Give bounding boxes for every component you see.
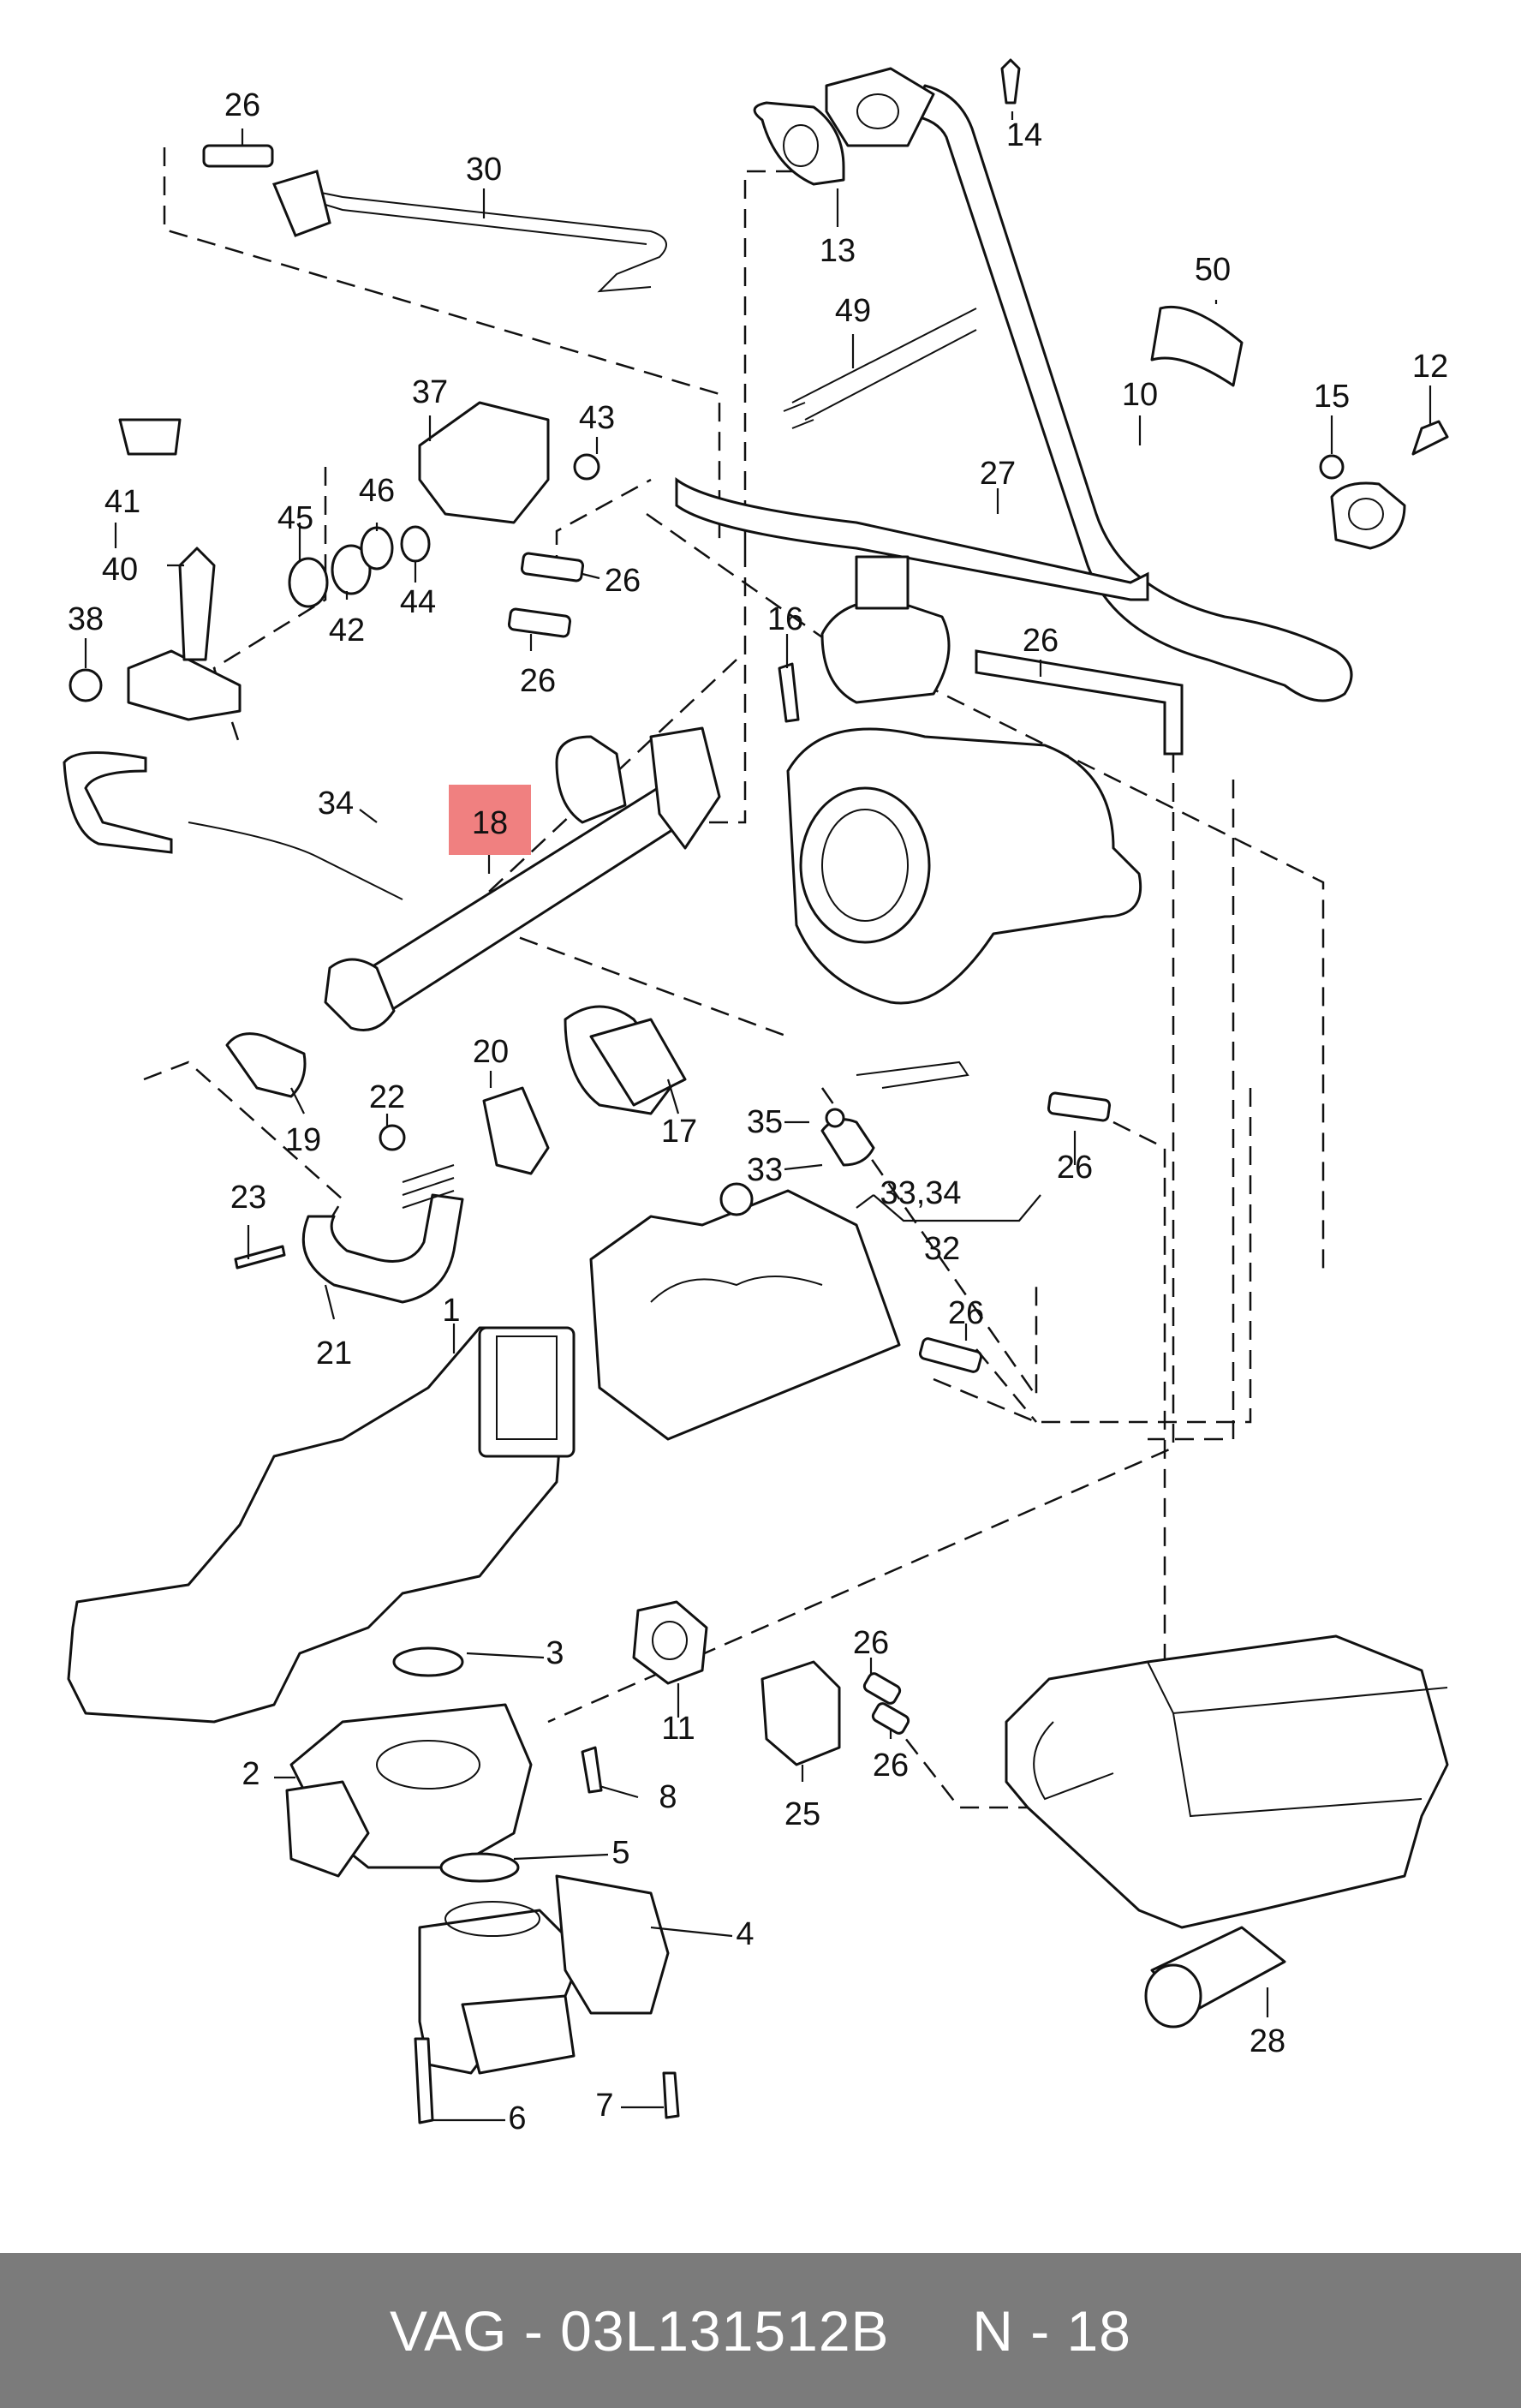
part-number-text: VAG - 03L131512B N - 18 (390, 2298, 1131, 2363)
callout-17: 17 (661, 1114, 697, 1150)
seal-42 (331, 544, 372, 595)
callout-21: 21 (316, 1335, 352, 1371)
callout-33: 33 (747, 1152, 783, 1188)
callout-26-valve-lower: 26 (520, 663, 556, 699)
bolt-14 (1000, 58, 1021, 105)
callout-33-34: 33,34 (880, 1175, 961, 1211)
callout-42: 42 (329, 612, 365, 648)
cable-tie-49 (783, 308, 977, 429)
callout-19: 19 (285, 1122, 321, 1158)
callout-11: 11 (661, 1711, 695, 1747)
o-ring-5 (439, 1852, 520, 1883)
gasket-11 (632, 1600, 708, 1685)
callout-8: 8 (659, 1779, 677, 1815)
callout-14: 14 (1006, 117, 1042, 153)
callout-41: 41 (104, 484, 140, 520)
bolt-6 (414, 2037, 434, 2124)
bolt-23 (234, 1245, 286, 1270)
callout-44: 44 (400, 584, 436, 620)
callout-1: 1 (442, 1293, 460, 1329)
callout-15: 15 (1314, 379, 1350, 415)
callout-3: 3 (546, 1635, 564, 1671)
bolt-7 (662, 2071, 680, 2119)
callout-22: 22 (369, 1079, 405, 1115)
callout-37: 37 (412, 374, 448, 410)
callout-4: 4 (736, 1916, 754, 1952)
callout-7: 7 (595, 2088, 613, 2124)
callout-46: 46 (359, 473, 395, 509)
callout-40: 40 (102, 552, 138, 588)
parts-diagram: 1 2 3 4 5 6 7 8 10 11 12 13 14 15 16 17 … (63, 58, 1449, 2136)
cylinder-head (589, 1189, 901, 1441)
seal-46 (360, 526, 394, 571)
callout-38: 38 (68, 601, 104, 637)
callout-49: 49 (835, 293, 871, 329)
callout-5: 5 (611, 1835, 629, 1871)
callout-10: 10 (1122, 377, 1158, 413)
intake-manifold (67, 1326, 567, 1724)
bracket-40 (127, 649, 242, 721)
callout-26-valve25-lower: 26 (873, 1748, 909, 1784)
gasket-20 (482, 1086, 550, 1175)
callout-12: 12 (1412, 349, 1448, 385)
callout-26-valve25-upper: 26 (853, 1625, 889, 1661)
callout-26-right: 26 (1057, 1150, 1093, 1186)
callout-45: 45 (277, 500, 313, 536)
callout-25: 25 (784, 1796, 820, 1832)
callout-26-head: 26 (948, 1295, 984, 1331)
callout-18: 18 (472, 805, 508, 841)
bolt-16 (778, 662, 800, 723)
callout-27: 27 (980, 456, 1016, 492)
callout-50: 50 (1195, 252, 1231, 288)
callout-30: 30 (466, 152, 502, 188)
callout-6: 6 (508, 2100, 526, 2136)
callout-32: 32 (924, 1231, 960, 1267)
flange-top (825, 67, 935, 147)
callout-13: 13 (820, 233, 856, 269)
bolt-41 (118, 418, 182, 456)
callout-26-valve-upper: 26 (605, 563, 641, 599)
seal-45 (288, 557, 329, 608)
gasket-19 (225, 1032, 307, 1098)
callout-16: 16 (767, 601, 803, 637)
callout-23: 23 (230, 1180, 266, 1216)
pipe-21 (301, 1193, 464, 1304)
gasket-13 (753, 101, 845, 186)
nut-15 (1319, 454, 1345, 480)
callout-26-turbo: 26 (1023, 623, 1059, 659)
valve-25 (760, 1660, 841, 1766)
hose-27 (675, 477, 1149, 601)
nut-43 (573, 453, 600, 481)
bolt-8 (581, 1746, 603, 1794)
part-number-footer: VAG - 03L131512B N - 18 (0, 2253, 1521, 2408)
callout-34: 34 (318, 786, 354, 822)
callout-28: 28 (1250, 2023, 1285, 2059)
leader-lines (84, 111, 1432, 2122)
callout-2: 2 (242, 1756, 259, 1792)
valve-37 (418, 401, 550, 524)
callout-26-top: 26 (224, 87, 260, 123)
o-ring-3 (392, 1646, 464, 1677)
seal-44 (400, 525, 431, 563)
nut-35 (825, 1108, 845, 1128)
callout-43: 43 (579, 400, 615, 436)
sleeve-50 (1150, 305, 1244, 387)
callout-20: 20 (473, 1034, 509, 1070)
callouts: 1 2 3 4 5 6 7 8 10 11 12 13 14 15 16 17 … (68, 87, 1448, 2136)
screw-12 (1411, 420, 1449, 456)
callout-35: 35 (747, 1104, 783, 1140)
sleeve-26-top (202, 144, 274, 168)
parts (63, 58, 1449, 2124)
nut-22 (379, 1124, 406, 1151)
air-filter (1005, 1634, 1449, 1929)
highlight-box-18 (449, 785, 531, 855)
turbo-actuator (820, 598, 951, 704)
nut-38 (69, 668, 103, 702)
